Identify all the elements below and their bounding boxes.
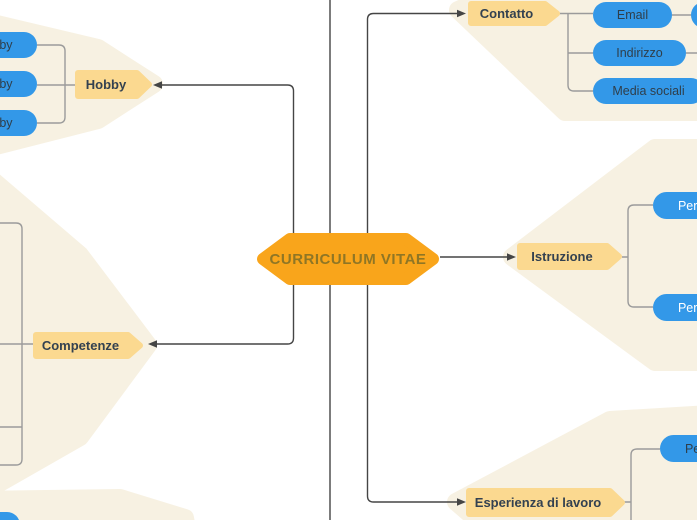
periodo-istruzione-2-leaf-node[interactable]: Periodo xyxy=(653,294,697,321)
contatto-node-shape[interactable] xyxy=(468,1,560,26)
central-node-label: CURRICULUM VITAE xyxy=(269,250,427,268)
hobby-arrowhead xyxy=(153,81,162,89)
esperienza-arrowhead xyxy=(457,498,466,506)
hobby-1-leaf-node[interactable]: Hobby xyxy=(0,32,37,58)
istruzione-arrowhead xyxy=(507,253,516,261)
hobby-2-label: Hobby xyxy=(0,77,13,91)
bottom-left-cut-node[interactable] xyxy=(0,512,20,520)
contatto-node-label: Contatto xyxy=(479,6,534,21)
competenze-arrowhead xyxy=(148,340,157,348)
media-sociali-leaf-node[interactable]: Media sociali xyxy=(593,78,697,104)
periodo-istruzione-2-label: Periodo xyxy=(677,300,697,315)
periodo-esperienza-leaf-node[interactable]: Periodo xyxy=(660,435,697,462)
email-leaf-label: Email xyxy=(616,8,649,22)
periodo-istruzione-1-label: Periodo xyxy=(677,198,697,213)
istruzione-node-label: Istruzione xyxy=(531,249,593,264)
esperienza-node-shape[interactable] xyxy=(466,488,625,517)
competenze-children-connector xyxy=(0,222,33,466)
email-leaf-node[interactable]: Email xyxy=(593,2,672,28)
indirizzo-leaf-label: Indirizzo xyxy=(616,46,663,60)
email-child-cut-node[interactable] xyxy=(691,2,697,28)
periodo-istruzione-1-leaf-node[interactable]: Periodo xyxy=(653,192,697,219)
competenze-node-label: Competenze xyxy=(41,338,120,353)
competenze-node-shape[interactable] xyxy=(33,332,143,359)
hobby-1-label: Hobby xyxy=(0,38,13,52)
contatto-children-connector xyxy=(558,12,697,92)
contatto-arrowhead xyxy=(457,9,466,18)
hobby-children-connector xyxy=(37,44,75,124)
hobby-3-label: Hobby xyxy=(0,116,13,130)
hobby-3-leaf-node[interactable]: Hobby xyxy=(0,110,37,136)
hobby-2-leaf-node[interactable]: Hobby xyxy=(0,71,37,97)
istruzione-node-shape[interactable] xyxy=(517,243,622,270)
central-node-shape[interactable] xyxy=(257,233,439,285)
hobby-node-shape[interactable] xyxy=(75,70,152,99)
hobby-competenze-edge xyxy=(157,84,295,345)
esperienza-node-label: Esperienza di lavoro xyxy=(474,495,602,510)
indirizzo-leaf-node[interactable]: Indirizzo xyxy=(593,40,686,66)
media-sociali-leaf-label: Media sociali xyxy=(612,84,685,98)
hobby-node-label: Hobby xyxy=(85,77,127,92)
periodo-esperienza-label: Periodo xyxy=(684,441,697,456)
bottom-left-branch-blob xyxy=(0,489,195,520)
istruzione-children-connector xyxy=(622,204,653,308)
